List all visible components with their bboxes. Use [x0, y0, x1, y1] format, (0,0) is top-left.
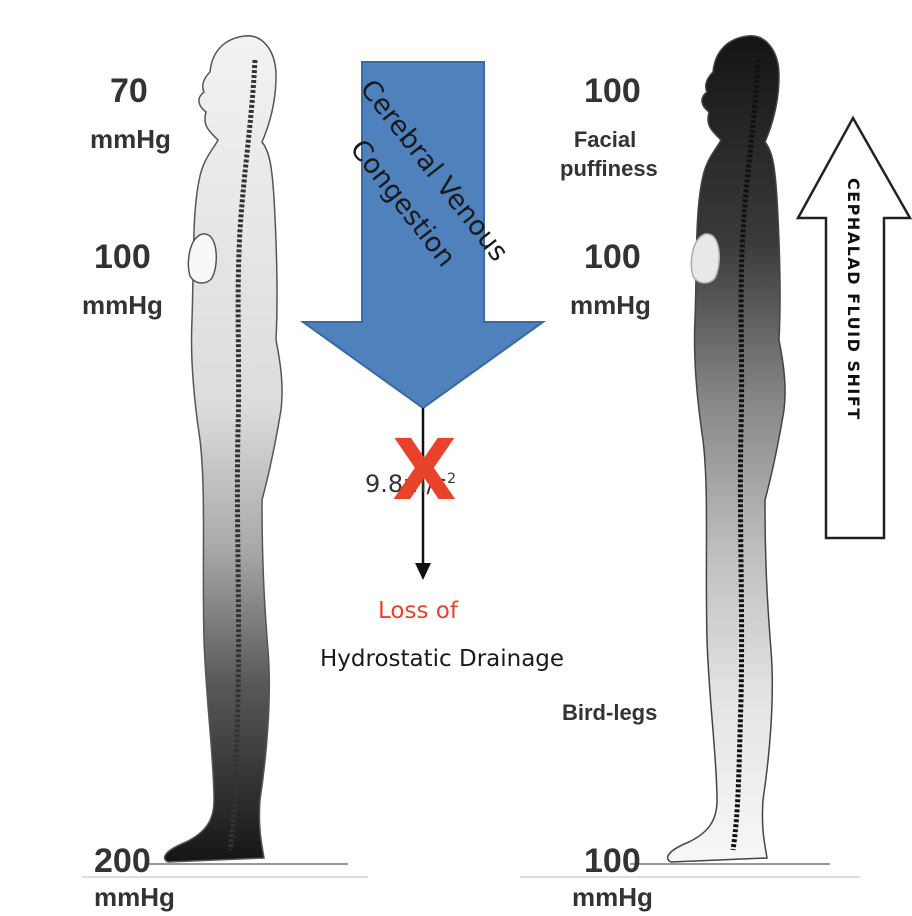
left-heart-unit: mmHg	[82, 292, 163, 318]
right-head-pressure: 100	[584, 74, 641, 108]
right-body	[668, 36, 785, 862]
right-foot-pressure: 100	[584, 844, 641, 878]
right-heart-pressure: 100	[584, 240, 641, 274]
hydrostatic-drainage-label: Hydrostatic Drainage	[320, 646, 564, 672]
cephalad-fluid-shift-label: CEPHALAD FLUID SHIFT	[844, 178, 863, 421]
facial-puffiness-label: Facial puffiness	[560, 126, 650, 183]
left-body	[165, 36, 282, 862]
heart-icon	[188, 234, 216, 283]
right-foot-unit: mmHg	[572, 884, 653, 910]
right-heart-unit: mmHg	[570, 292, 651, 318]
cross-mark: X	[392, 428, 457, 512]
left-heart-pressure: 100	[94, 240, 151, 274]
left-head-pressure: 70	[110, 74, 148, 108]
left-head-unit: mmHg	[90, 126, 171, 152]
bird-legs-label: Bird-legs	[562, 702, 657, 724]
left-foot-unit: mmHg	[94, 884, 175, 910]
loss-of-label: Loss of	[378, 598, 458, 624]
gravity-arrowhead	[415, 563, 431, 580]
left-foot-pressure: 200	[94, 844, 151, 878]
